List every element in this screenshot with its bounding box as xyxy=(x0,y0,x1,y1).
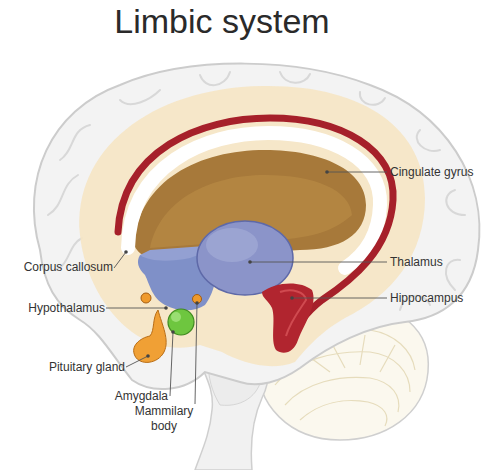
leader-line xyxy=(170,332,173,396)
leader-dots xyxy=(124,170,329,358)
part-label: Thalamus xyxy=(390,255,495,270)
leader-line xyxy=(292,298,387,299)
leader-dot xyxy=(195,301,199,305)
leader-dot xyxy=(171,330,175,334)
part-label: Corpus callosum xyxy=(8,260,113,275)
leader-line xyxy=(114,252,126,268)
pituitary-gland xyxy=(134,310,166,362)
thalamus xyxy=(197,221,293,295)
leader-dot xyxy=(124,250,128,254)
corpus-callosum xyxy=(128,133,380,268)
limbic-region xyxy=(79,86,425,366)
amygdala-highlight xyxy=(171,312,181,322)
part-label: Hypothalamus xyxy=(5,301,105,316)
thalamus-highlight xyxy=(206,228,258,262)
leader-line xyxy=(195,303,197,404)
hippocampus-shade xyxy=(280,290,306,336)
leader-lines xyxy=(106,172,387,404)
part-label: Pituitary gland xyxy=(30,360,125,375)
leader-line xyxy=(106,308,166,309)
leader-dot xyxy=(290,296,294,300)
fornix-arc xyxy=(118,118,393,345)
leader-line xyxy=(327,172,387,173)
leader-dot xyxy=(325,170,329,174)
hippocampus xyxy=(262,283,314,352)
amygdala xyxy=(168,309,194,335)
leader-line xyxy=(250,262,387,263)
part-label: Mammilary body xyxy=(133,404,195,434)
optic-chiasm xyxy=(141,293,151,303)
cerebrum xyxy=(34,64,480,389)
part-label: Amygdala xyxy=(100,389,168,404)
leader-line xyxy=(126,356,148,367)
leader-dot xyxy=(248,260,252,264)
leader-dot xyxy=(164,306,168,310)
part-label: Cingulate gyrus xyxy=(390,165,495,180)
part-label: Hippocampus xyxy=(390,291,495,306)
diagram-title: Limbic system xyxy=(92,1,352,41)
leader-dot xyxy=(146,354,150,358)
